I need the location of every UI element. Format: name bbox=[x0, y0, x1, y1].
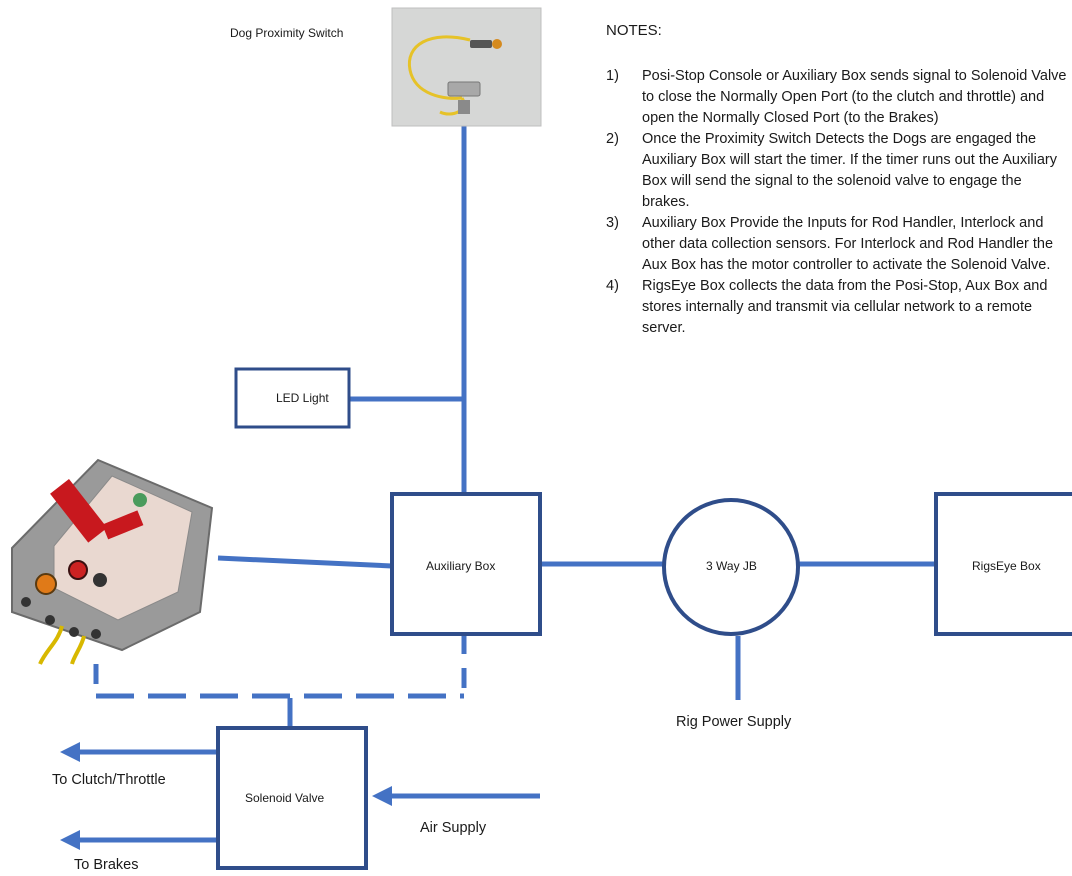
led-light-label: LED Light bbox=[276, 391, 329, 405]
notes-list: 1) Posi-Stop Console or Auxiliary Box sen… bbox=[606, 66, 1068, 339]
note-item: 1) Posi-Stop Console or Auxiliary Box sen… bbox=[606, 66, 1068, 129]
notes-title: NOTES: bbox=[606, 22, 662, 39]
solenoid-valve-label: Solenoid Valve bbox=[245, 791, 325, 805]
auxiliary-box bbox=[390, 492, 542, 636]
note-number: 4) bbox=[606, 278, 619, 294]
auxiliary-box-label: Auxiliary Box bbox=[426, 559, 496, 573]
rigseye-box-label: RigsEye Box bbox=[972, 559, 1041, 573]
note-text: Auxiliary Box Provide the Inputs for Rod… bbox=[642, 215, 1054, 273]
three-way-jb-circle bbox=[662, 498, 800, 636]
note-item: 4) RigsEye Box collects the data from the… bbox=[606, 276, 1068, 339]
three-way-jb-label: 3 Way JB bbox=[706, 559, 757, 573]
note-number: 1) bbox=[606, 68, 619, 84]
air-supply-label: Air Supply bbox=[420, 820, 487, 836]
note-item: 2) Once the Proximity Switch Detects the … bbox=[606, 129, 1068, 213]
note-text: Posi-Stop Console or Auxiliary Box sends… bbox=[642, 68, 1067, 126]
console-line bbox=[217, 555, 393, 569]
to-clutch-throttle-label: To Clutch/Throttle bbox=[52, 772, 166, 788]
posi-stop-console-photo bbox=[11, 458, 214, 665]
solenoid-valve-box bbox=[216, 726, 368, 870]
led-light-box bbox=[234, 367, 351, 429]
dog-proximity-switch-photo bbox=[391, 7, 542, 127]
dog-proximity-switch-label: Dog Proximity Switch bbox=[230, 26, 344, 40]
note-text: Once the Proximity Switch Detects the Do… bbox=[642, 131, 1058, 210]
to-brakes-label: To Brakes bbox=[74, 857, 139, 873]
note-text: RigsEye Box collects the data from the P… bbox=[642, 278, 1048, 336]
note-number: 3) bbox=[606, 215, 619, 231]
rig-power-supply-label: Rig Power Supply bbox=[676, 714, 792, 730]
note-item: 3) Auxiliary Box Provide the Inputs for R… bbox=[606, 213, 1068, 276]
rigseye-box bbox=[934, 492, 1072, 636]
note-number: 2) bbox=[606, 131, 619, 147]
